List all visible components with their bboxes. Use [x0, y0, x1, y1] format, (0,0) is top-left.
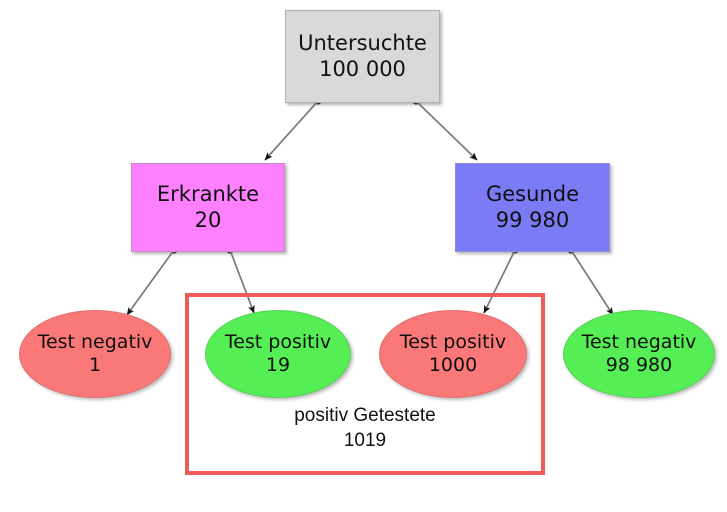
- node-test-negativ-98980[interactable]: Test negativ 98 980: [563, 310, 715, 398]
- edge-root-to-healthy: [412, 97, 478, 161]
- node-test-negativ-1-value: 1: [88, 354, 102, 376]
- node-gesunde-label: Gesunde: [485, 182, 579, 207]
- node-gesunde[interactable]: Gesunde 99 980: [455, 163, 610, 252]
- node-test-positiv-1000-value: 1000: [428, 354, 478, 376]
- node-test-negativ-1-label: Test negativ: [37, 330, 153, 353]
- node-untersuchte-value: 100 000: [319, 56, 406, 81]
- edge-diseased-to-negative: [126, 246, 178, 316]
- node-gesunde-value: 99 980: [495, 207, 570, 232]
- node-erkrankte[interactable]: Erkrankte 20: [131, 163, 285, 252]
- node-test-positiv-19-value: 19: [265, 354, 291, 376]
- group-caption-label: positiv Getestete: [294, 405, 436, 426]
- node-untersuchte-label: Untersuchte: [298, 31, 427, 56]
- positive-tested-caption: positiv Getestete 1019: [185, 403, 545, 453]
- node-test-negativ-98980-label: Test negativ: [581, 330, 697, 353]
- node-test-positiv-1000-label: Test positiv: [399, 330, 507, 353]
- node-test-positiv-1000[interactable]: Test positiv 1000: [379, 310, 527, 398]
- node-erkrankte-value: 20: [194, 207, 222, 232]
- node-erkrankte-label: Erkrankte: [156, 182, 260, 207]
- node-test-positiv-19-label: Test positiv: [224, 330, 332, 353]
- node-untersuchte[interactable]: Untersuchte 100 000: [285, 10, 440, 103]
- node-test-positiv-19[interactable]: Test positiv 19: [205, 310, 351, 398]
- node-test-negativ-98980-value: 98 980: [605, 354, 673, 376]
- group-caption-value: 1019: [343, 430, 387, 452]
- positive-tested-group-box: [185, 293, 545, 475]
- node-test-negativ-1[interactable]: Test negativ 1: [19, 310, 171, 398]
- edge-root-to-diseased: [264, 97, 322, 161]
- edge-healthy-to-negative: [567, 246, 614, 316]
